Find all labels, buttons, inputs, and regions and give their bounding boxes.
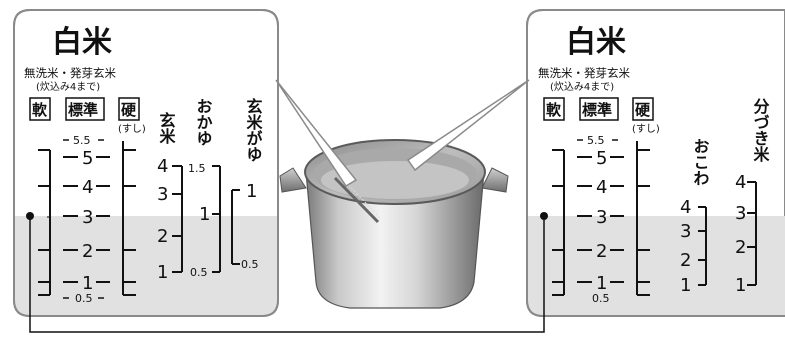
svg-text:4: 4 <box>157 156 168 177</box>
right-scale-2: 2 <box>596 241 607 262</box>
right-subtitle: 無洗米・発芽玄米 <box>538 66 630 80</box>
right-title: 白米 <box>566 25 626 60</box>
svg-text:3: 3 <box>680 221 691 242</box>
right-callout-beam <box>406 79 530 172</box>
left-sushi-note: (すし) <box>118 123 146 135</box>
right-okowa-scale: 4 3 2 1 <box>680 197 707 296</box>
left-soft-scale <box>38 149 51 296</box>
left-scale-5-5: 5.5 <box>73 134 91 147</box>
left-callout-beam <box>275 79 358 188</box>
svg-text:3: 3 <box>735 203 746 224</box>
left-scale-2: 2 <box>82 241 93 262</box>
svg-text:標準: 標準 <box>582 101 612 119</box>
svg-text:硬: 硬 <box>635 101 651 119</box>
left-genmai-scale: 4 3 2 1 <box>157 156 183 283</box>
right-scale-5-5: 5.5 <box>587 134 605 147</box>
svg-text:1: 1 <box>680 275 691 296</box>
left-scale-5: 5 <box>82 148 93 169</box>
left-scale-0-5: 0.5 <box>75 292 93 305</box>
svg-text:4: 4 <box>735 172 746 193</box>
svg-text:3: 3 <box>157 184 168 205</box>
right-bunzuki-scale: 4 3 2 1 <box>735 172 757 296</box>
left-hard-scale <box>122 141 136 296</box>
right-header-hard: 硬 <box>632 97 654 121</box>
svg-text:硬: 硬 <box>121 101 137 119</box>
inner-pot-illustration <box>279 139 509 309</box>
svg-text:1: 1 <box>246 181 257 202</box>
left-header-standard: 標準 <box>65 97 105 121</box>
right-soft-scale <box>552 149 565 296</box>
left-scale-1: 1 <box>82 273 93 294</box>
svg-text:1: 1 <box>199 204 210 225</box>
left-okayu-scale: 1.5 1 0.5 <box>188 162 221 279</box>
right-scale-3: 3 <box>596 207 607 228</box>
right-subtitle2: (炊込み4まで) <box>550 80 614 93</box>
left-scale-4: 4 <box>82 177 93 198</box>
svg-text:軟: 軟 <box>32 101 48 119</box>
left-subtitle2: (炊込み4まで) <box>36 80 100 93</box>
right-header-standard: 標準 <box>579 97 619 121</box>
svg-text:2: 2 <box>735 237 746 258</box>
right-standard-scale: 5.5 5 4 3 2 1 0.5 <box>577 134 624 305</box>
left-okayu-label: おかゆ <box>194 98 213 146</box>
left-genmaigayu-label: 玄米がゆ <box>244 97 263 162</box>
right-panel: 白米 無洗米・発芽玄米 (炊込み4まで) 軟 標準 硬 (すし) おこわ 分づき… <box>526 9 785 317</box>
svg-text:1: 1 <box>735 275 746 296</box>
right-scale-5: 5 <box>596 148 607 169</box>
left-panel: 白米 無洗米・発芽玄米 (炊込み4まで) 軟 標準 硬 (すし) 玄米 おかゆ … <box>13 9 279 317</box>
right-header-soft: 軟 <box>543 97 565 121</box>
svg-text:0.5: 0.5 <box>190 266 208 279</box>
left-title: 白米 <box>52 25 112 60</box>
svg-text:1: 1 <box>157 262 168 283</box>
svg-text:1.5: 1.5 <box>188 162 206 175</box>
left-subtitle: 無洗米・発芽玄米 <box>24 66 116 80</box>
left-standard-scale: 5.5 5 4 3 2 1 0.5 <box>63 134 110 305</box>
svg-text:0.5: 0.5 <box>241 258 259 271</box>
left-header-hard: 硬 <box>118 97 140 121</box>
left-genmaigayu-scale: 1 0.5 <box>231 181 259 271</box>
right-bunzuki-label: 分づき米 <box>751 98 770 163</box>
left-scale-3: 3 <box>82 207 93 228</box>
left-genmai-label: 玄米 <box>157 111 176 145</box>
right-scale-1: 1 <box>596 273 607 294</box>
svg-text:2: 2 <box>680 250 691 271</box>
svg-text:4: 4 <box>680 197 691 218</box>
right-hard-scale <box>636 141 650 296</box>
right-okowa-label: おこわ <box>691 138 710 186</box>
left-header-soft: 軟 <box>29 97 51 121</box>
right-scale-4: 4 <box>596 177 607 198</box>
right-sushi-note: (すし) <box>632 123 660 135</box>
level-connector <box>26 212 548 333</box>
svg-text:2: 2 <box>157 226 168 247</box>
svg-text:軟: 軟 <box>546 101 562 119</box>
right-scale-0-5: 0.5 <box>592 292 610 305</box>
svg-text:標準: 標準 <box>68 101 98 119</box>
